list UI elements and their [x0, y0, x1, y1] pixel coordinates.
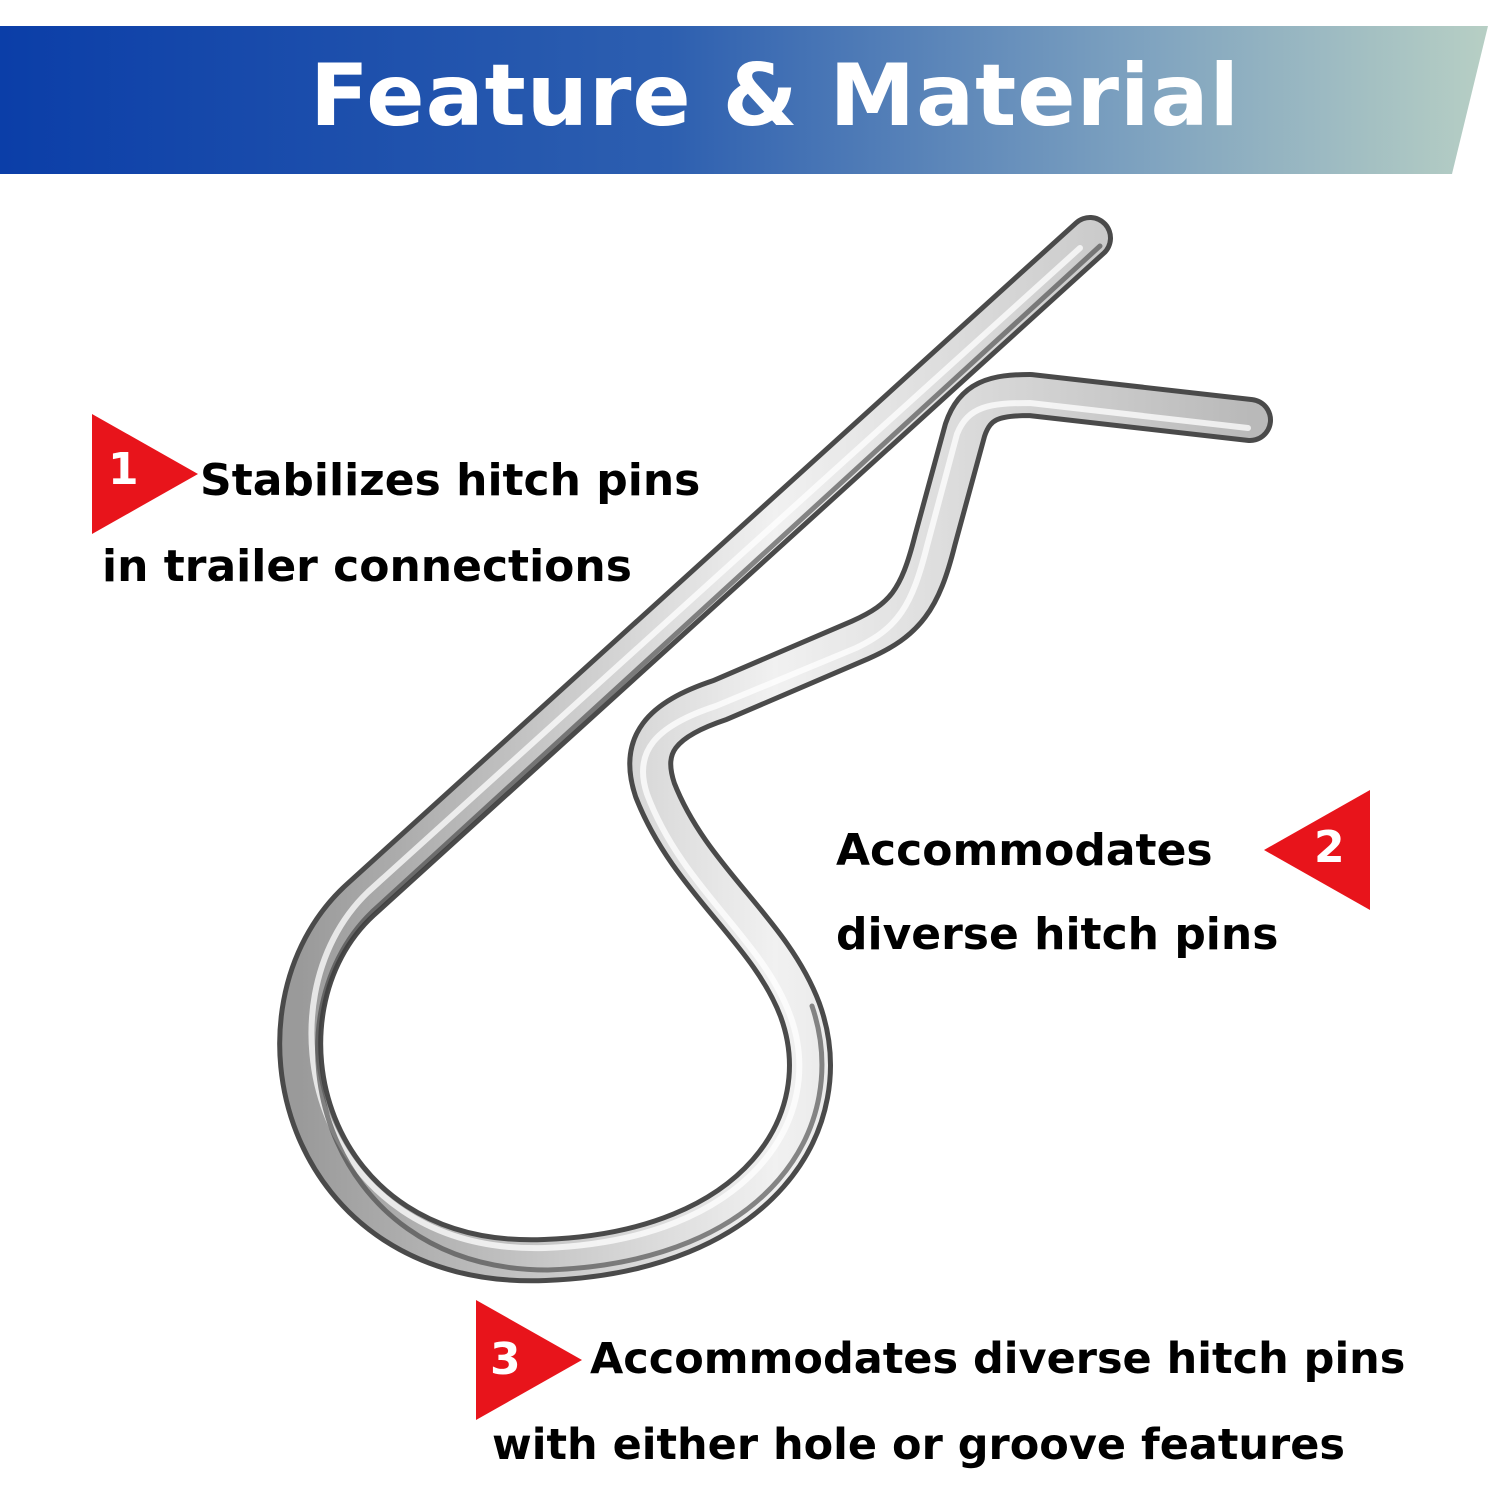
callout-1-line1: Stabilizes hitch pins [200, 455, 701, 506]
callout-2-line1: Accommodates [836, 825, 1213, 876]
callout-3-line2: with either hole or groove features [492, 1420, 1346, 1470]
callout-1-number: 1 [108, 444, 139, 495]
callout-3-number: 3 [490, 1334, 521, 1385]
callout-1-badge [92, 414, 198, 534]
callout-3-line1: Accommodates diverse hitch pins [590, 1334, 1406, 1384]
page-title: Feature & Material [309, 46, 1241, 146]
callout-1-line2: in trailer connections [102, 541, 632, 592]
callout-3-badge [476, 1300, 582, 1420]
header-banner [0, 26, 1488, 174]
callout-2-line2: diverse hitch pins [836, 909, 1279, 960]
callout-2-number: 2 [1314, 822, 1345, 873]
callout-2-badge [1264, 790, 1370, 910]
